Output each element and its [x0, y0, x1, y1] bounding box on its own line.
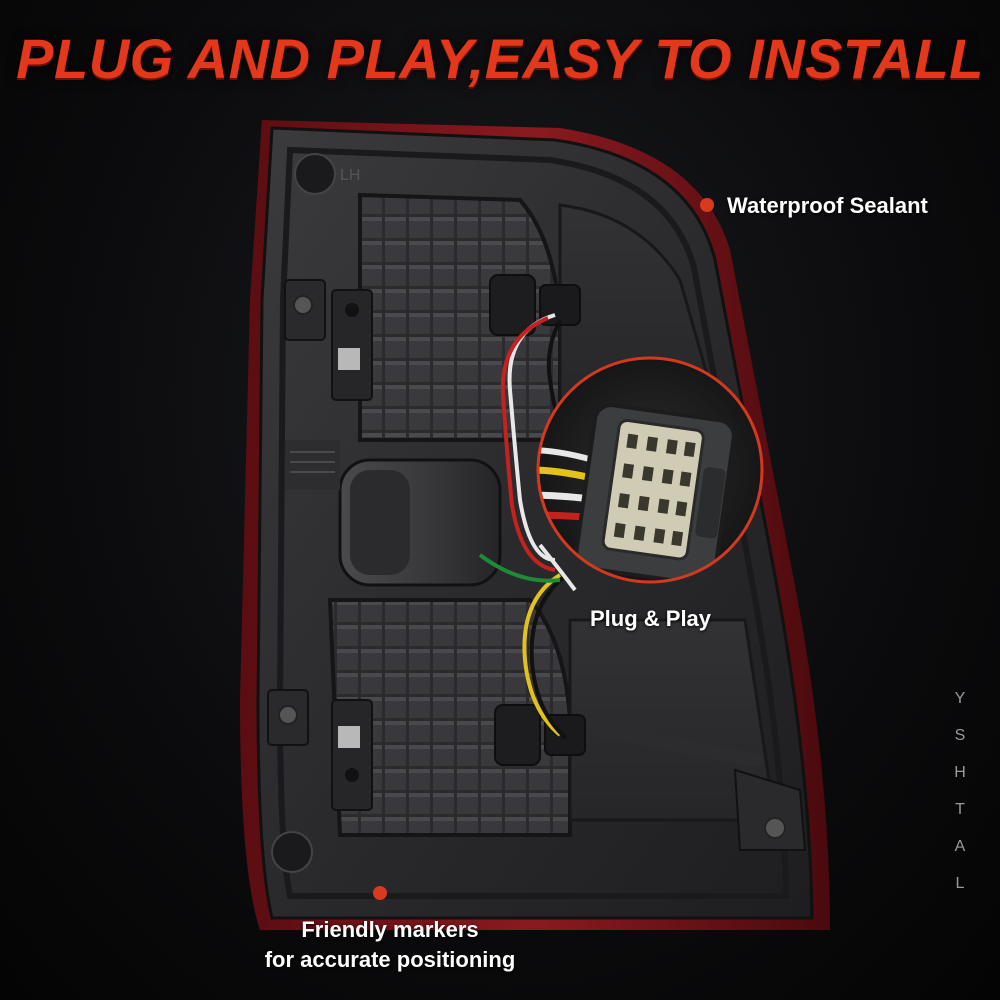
brand-letter: H — [954, 764, 966, 781]
page-title: PLUG AND PLAY,EASY TO INSTALL — [16, 27, 984, 90]
positioning-marker-dot — [373, 886, 387, 900]
housing-mark: LH — [340, 167, 360, 184]
friendly-markers-line-1: Friendly markers — [301, 917, 479, 942]
plug-and-play-label: Plug & Play — [590, 606, 712, 631]
friendly-markers-caption: Friendly markers for accurate positionin… — [200, 915, 580, 975]
seal-marker-dot — [700, 198, 714, 212]
brand-watermark: Y S H T A L — [945, 680, 975, 902]
brand-letter: Y — [954, 690, 966, 707]
friendly-markers-line-2: for accurate positioning — [264, 947, 516, 972]
round-marker — [294, 153, 336, 195]
brand-letter: T — [955, 801, 965, 818]
brand-letter: L — [955, 875, 965, 892]
plug-zoom-inset — [536, 356, 764, 584]
lower-reflector — [330, 600, 570, 835]
brand-letter: S — [954, 727, 966, 744]
waterproof-sealant-label: Waterproof Sealant — [727, 193, 928, 218]
brand-letter: A — [954, 838, 966, 855]
